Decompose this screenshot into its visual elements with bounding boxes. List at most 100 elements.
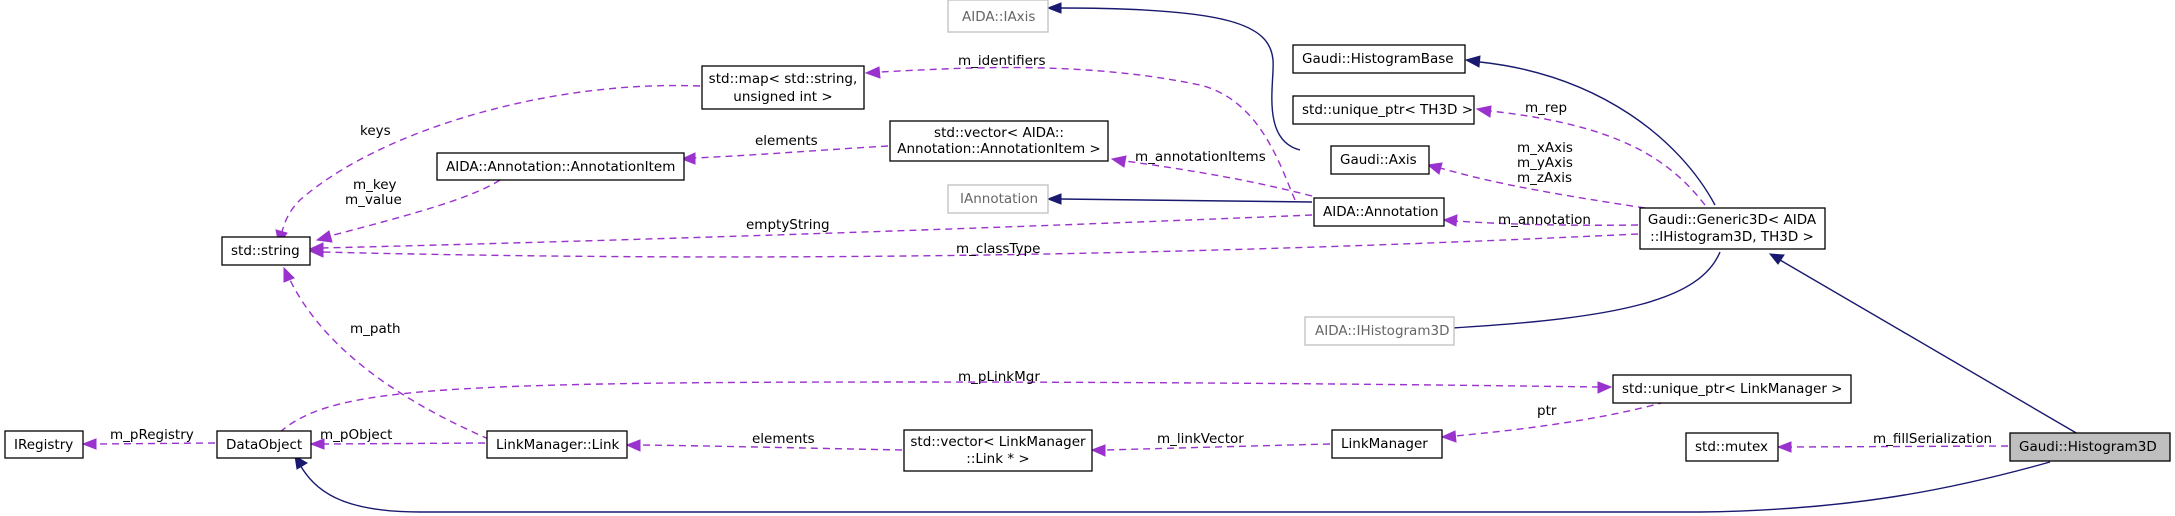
node-label: ::Link * > (966, 451, 1029, 467)
arrowhead (1426, 162, 1443, 175)
edge-stdmap-keys (281, 84, 701, 233)
edge-veclink-elements (639, 444, 903, 451)
arrowhead (1110, 155, 1127, 168)
edge-vecannot-elements (694, 145, 889, 159)
node-label: std::vector< AIDA:: (934, 125, 1064, 141)
edge-linkmanager-m-linkvector (1104, 443, 1331, 451)
label-m-zaxis: m_zAxis (1517, 170, 1572, 186)
arrowhead (1440, 430, 1457, 443)
node-label: AIDA::Annotation::AnnotationItem (446, 159, 675, 175)
node-label: std::string (231, 243, 300, 259)
edge-generic3d-inherits-histbase (1479, 61, 1716, 206)
arrowhead (309, 438, 325, 450)
label-keys: keys (360, 123, 391, 139)
node-label: std::vector< LinkManager (910, 434, 1086, 450)
label-m-annotationitems: m_annotationItems (1135, 149, 1266, 165)
node-label: std::unique_ptr< TH3D > (1302, 102, 1473, 118)
node-vector-annotationitem[interactable]: std::vector< AIDA:: Annotation::Annotati… (889, 120, 1109, 162)
edge-generic3d-axes (1439, 167, 1646, 209)
label-m-pregistry: m_pRegistry (110, 427, 194, 443)
node-linkmanager-link[interactable]: LinkManager::Link (486, 430, 628, 459)
node-label: std::unique_ptr< LinkManager > (1622, 381, 1842, 397)
node-std-string[interactable]: std::string (221, 236, 311, 266)
arrowhead (680, 152, 696, 165)
node-vector-link[interactable]: std::vector< LinkManager ::Link * > (903, 429, 1093, 472)
node-label: IRegistry (14, 437, 73, 453)
arrowhead (1046, 193, 1062, 205)
node-aida-ihistogram3d[interactable]: AIDA::IHistogram3D (1304, 316, 1455, 346)
node-label: ::IHistogram3D, TH3D > (1650, 229, 1814, 245)
arrowhead (1464, 55, 1481, 68)
node-label: AIDA::IAxis (962, 9, 1035, 25)
node-annotation-item[interactable]: AIDA::Annotation::AnnotationItem (436, 152, 685, 181)
label-m-plinkmgr: m_pLinkMgr (958, 369, 1040, 385)
node-aida-annotation[interactable]: AIDA::Annotation (1313, 197, 1445, 227)
edge-annotitem-key-value (329, 179, 501, 237)
edge-generic3d-m-classtype (321, 233, 1639, 258)
label-elements-annot: elements (755, 133, 818, 149)
node-iannotation[interactable]: IAnnotation (947, 184, 1049, 214)
label-m-fillserialization: m_fillSerialization (1873, 431, 1992, 447)
label-elements-link: elements (752, 431, 815, 447)
arrowhead (294, 455, 308, 470)
arrowhead (283, 266, 295, 283)
node-label: AIDA::Annotation (1323, 204, 1439, 220)
label-m-linkvector: m_linkVector (1157, 431, 1244, 447)
node-std-map[interactable]: std::map< std::string, unsigned int > (701, 65, 865, 110)
edge-histogram3d-m-fillserialization (1790, 445, 2009, 448)
node-label: unsigned int > (733, 89, 832, 105)
arrowhead (625, 439, 641, 452)
label-m-key: m_key (353, 177, 397, 193)
node-label: Gaudi::Axis (1340, 152, 1417, 168)
label-m-rep: m_rep (1525, 100, 1567, 116)
arrowhead (864, 66, 881, 79)
label-m-classtype: m_classType (956, 241, 1040, 257)
edge-annotation-m-identifiers (879, 66, 1296, 201)
edge-axis-inherits-iaxis (1059, 7, 1301, 151)
node-label: Gaudi::Histogram3D (2019, 439, 2157, 455)
node-label: LinkManager::Link (496, 437, 620, 453)
edge-histogram3d-inherits-dataobject (299, 461, 2051, 513)
edge-generic3d-m-annotation (1455, 220, 1639, 226)
edge-dataobject-m-pregistry (94, 442, 216, 445)
node-dataobject[interactable]: DataObject (216, 430, 312, 459)
node-gaudi-histogram3d[interactable]: Gaudi::Histogram3D (2009, 432, 2171, 462)
label-m-annotation: m_annotation (1498, 212, 1591, 228)
node-generic3d[interactable]: Gaudi::Generic3D< AIDA ::IHistogram3D, T… (1639, 207, 1826, 250)
edge-uptr-linkmgr-ptr (1454, 401, 1666, 437)
edge-dataobject-m-plinkmgr (279, 381, 1599, 433)
label-m-yaxis: m_yAxis (1517, 155, 1573, 171)
label-emptystring: emptyString (746, 217, 830, 233)
edge-link-m-pobject (322, 442, 486, 445)
node-label: IAnnotation (960, 191, 1038, 207)
arrowhead (1090, 444, 1106, 457)
node-label: Annotation::AnnotationItem > (897, 141, 1101, 157)
label-m-pobject: m_pObject (320, 427, 392, 443)
edge-annotation-inherits-iannotation (1059, 198, 1313, 203)
node-gaudi-axis[interactable]: Gaudi::Axis (1330, 145, 1430, 175)
label-m-value: m_value (345, 192, 402, 208)
arrowhead (315, 230, 333, 243)
node-gaudi-histogrambase[interactable]: Gaudi::HistogramBase (1292, 44, 1466, 74)
arrowhead (81, 438, 97, 450)
node-unique-ptr-th3d[interactable]: std::unique_ptr< TH3D > (1292, 95, 1475, 125)
label-m-path: m_path (350, 321, 401, 337)
label-ptr: ptr (1537, 403, 1557, 419)
node-unique-ptr-linkmanager[interactable]: std::unique_ptr< LinkManager > (1612, 374, 1852, 404)
node-iregistry[interactable]: IRegistry (4, 430, 84, 459)
node-std-mutex[interactable]: std::mutex (1685, 432, 1779, 462)
node-linkmanager[interactable]: LinkManager (1331, 429, 1443, 459)
arrowhead (1475, 105, 1492, 118)
edge-labels: m_identifiers keys elements m_key m_valu… (110, 53, 1992, 447)
arrowhead (1768, 253, 1785, 265)
node-aida-iaxis[interactable]: AIDA::IAxis (947, 0, 1049, 33)
label-m-xaxis: m_xAxis (1517, 140, 1573, 156)
node-label: LinkManager (1341, 436, 1428, 452)
arrowhead (1442, 214, 1458, 227)
node-label: std::mutex (1695, 439, 1768, 455)
edge-annotation-emptystring (321, 214, 1313, 249)
node-label: std::map< std::string, (709, 71, 858, 87)
arrowhead (1597, 381, 1613, 394)
edge-generic3d-m-rep (1489, 110, 1706, 206)
